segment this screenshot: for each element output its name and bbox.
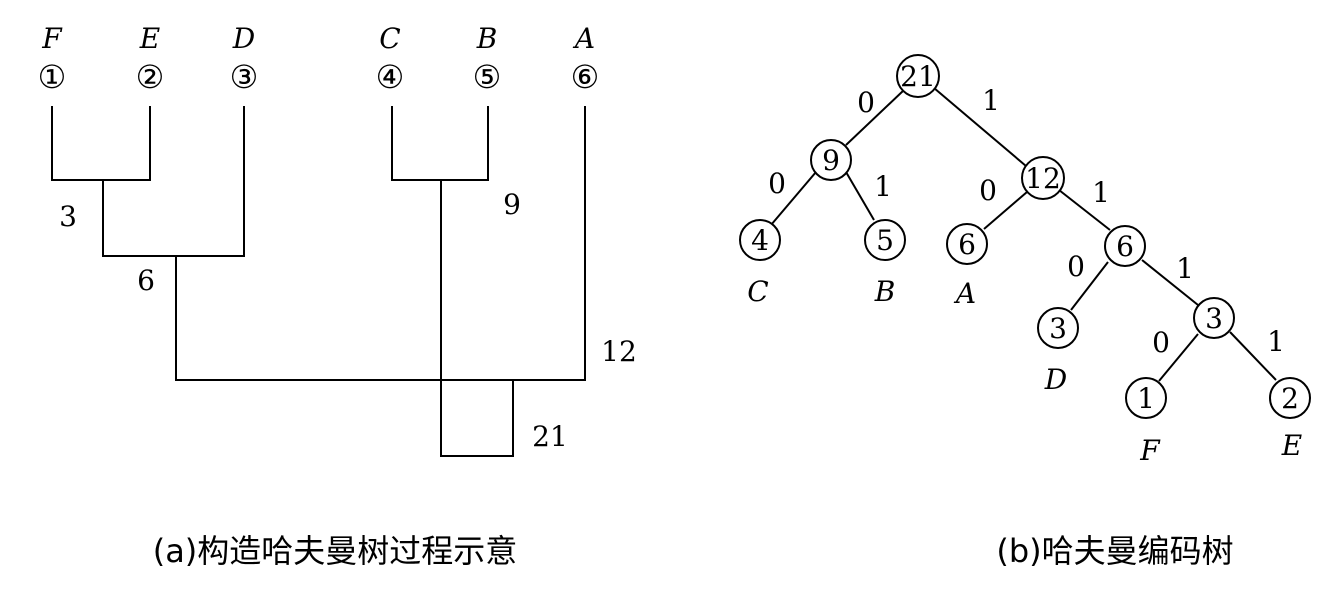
edge-21-12 <box>933 87 1027 167</box>
node-21: 21 <box>896 54 940 98</box>
leaf-letter-b: B <box>476 22 498 55</box>
merge-label-9: 9 <box>503 188 521 221</box>
edge-21-9 <box>845 89 905 146</box>
merge-label-12: 12 <box>601 335 637 368</box>
node-5: 5 <box>864 219 906 261</box>
bit-21-12: 1 <box>982 84 1000 117</box>
leaf-weight-e: ② <box>136 58 165 96</box>
merge-line-fe <box>51 106 151 181</box>
node-9: 9 <box>810 139 852 181</box>
merge-label-21: 21 <box>532 420 568 453</box>
leaf-weight-c: ④ <box>376 58 405 96</box>
bit-3-1: 0 <box>1152 326 1170 359</box>
bit-6b-3: 1 <box>1176 252 1194 285</box>
leaf-weight-d: ③ <box>230 58 259 96</box>
edge-12-6b <box>1058 189 1111 231</box>
merge-line-9-12 <box>440 180 514 457</box>
leaf-letter-a: A <box>953 277 976 310</box>
merge-label-3: 3 <box>59 200 77 233</box>
node-2: 2 <box>1269 377 1311 419</box>
node-3: 3 <box>1193 297 1235 339</box>
caption-a: (a)构造哈夫曼树过程示意 <box>153 532 518 570</box>
node-2-value: 2 <box>1281 382 1299 415</box>
edge-9-5 <box>845 171 875 221</box>
merge-line-cb <box>391 106 489 181</box>
node-9-value: 9 <box>822 144 840 177</box>
edge-9-4 <box>770 171 817 226</box>
edge-3-1 <box>1158 333 1199 382</box>
panel-a-process-diagram: F E D C B A ① ② ③ ④ ⑤ ⑥ 3 6 9 12 21 (a)构… <box>38 22 637 570</box>
bit-9-5: 1 <box>874 170 892 203</box>
node-6-a: 6 <box>946 223 988 265</box>
bit-12-6b: 1 <box>1092 176 1110 209</box>
leaf-letter-a: A <box>572 22 595 55</box>
leaf-letter-c: C <box>379 22 400 55</box>
leaf-letter-d: D <box>1044 363 1067 396</box>
node-3-d: 3 <box>1037 307 1079 349</box>
edge-6b-3d <box>1070 261 1109 311</box>
node-3d-value: 3 <box>1049 312 1067 345</box>
merge-line-3-d <box>102 106 245 257</box>
node-12: 12 <box>1021 156 1065 200</box>
node-21-value: 21 <box>900 60 936 93</box>
node-5-value: 5 <box>876 224 894 257</box>
leaf-letter-e: E <box>139 22 160 55</box>
node-12-value: 12 <box>1025 162 1061 195</box>
panel-b-coding-tree: 0 1 0 1 0 1 0 1 0 1 21 9 12 4 5 <box>739 54 1311 570</box>
leaf-letter-c: C <box>747 275 768 308</box>
node-1-value: 1 <box>1137 382 1155 415</box>
leaf-weight-a: ⑥ <box>571 58 600 96</box>
node-6a-value: 6 <box>958 228 976 261</box>
bit-6b-3d: 0 <box>1067 250 1085 283</box>
node-3-value: 3 <box>1205 302 1223 335</box>
node-1: 1 <box>1125 377 1167 419</box>
node-6-b: 6 <box>1104 225 1146 267</box>
bit-3-2: 1 <box>1267 325 1285 358</box>
leaf-letter-f: F <box>41 22 63 55</box>
merge-line-6-a <box>175 106 586 381</box>
bit-12-6a: 0 <box>979 174 997 207</box>
edge-12-6a <box>983 191 1028 230</box>
leaf-letter-f: F <box>1139 434 1161 467</box>
leaf-weight-f: ① <box>38 58 67 96</box>
leaf-weight-b: ⑤ <box>473 58 502 96</box>
node-4: 4 <box>739 219 781 261</box>
node-6b-value: 6 <box>1116 230 1134 263</box>
bit-21-9: 0 <box>857 86 875 119</box>
leaf-letter-b: B <box>874 275 896 308</box>
caption-b: (b)哈夫曼编码树 <box>996 532 1233 570</box>
leaf-letter-e: E <box>1281 429 1302 462</box>
edge-3-2 <box>1229 331 1277 381</box>
leaf-letter-d: D <box>232 22 255 55</box>
edge-6b-3 <box>1141 259 1199 306</box>
merge-label-6: 6 <box>137 264 155 297</box>
bit-9-4: 0 <box>768 167 786 200</box>
node-4-value: 4 <box>751 224 769 257</box>
